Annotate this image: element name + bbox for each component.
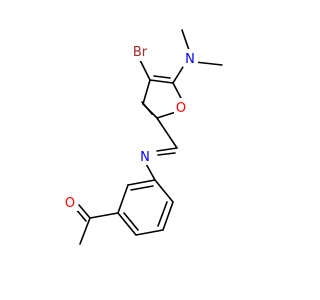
bond-ar5-ar6-double [157,201,168,227]
bond-c3-br [139,59,151,81]
atom-n-imine-label: N [140,150,150,165]
atom-n-imine: N [138,147,153,165]
bond-ar4-ar5 [135,229,164,236]
bond-ar6-ar1 [154,179,174,203]
bond-ar3-ar4 [117,212,137,236]
atom-labels: Br N O N O [63,41,198,211]
bond-c4-c3 [142,79,151,105]
bond-o-c5 [156,111,177,119]
bonds [74,29,223,245]
atom-br-label: Br [133,45,148,60]
bond-c2-o [172,82,183,101]
atom-n-amine-label: N [185,52,195,67]
atom-o-carbonyl-label: O [65,196,75,211]
bond-ar3-ar4-double [123,212,139,231]
bond-ar5-ar6 [162,201,174,231]
molecule-structure: Br N O N O [63,29,223,245]
bond-ch-n-double-a [156,147,178,152]
bond-ar1-ar2 [127,179,156,186]
atom-n-amine: N [183,49,198,67]
bond-n-methyl-2 [194,61,223,66]
atom-o-furan: O [174,98,189,116]
bond-carbonyl-double-a [78,204,91,219]
bond-carbonyl-methyl [79,217,91,245]
bond-c2-n-amine [172,66,184,84]
atom-o-carbonyl: O [63,193,78,211]
bond-c5-ch [156,117,178,149]
bond-ar3-carbonyl-c [89,212,119,219]
bond-ar2-ar3 [117,184,129,214]
atom-o-furan-label: O [176,101,186,116]
bond-c3-c2-double [153,75,171,79]
atom-br: Br [127,41,153,61]
bond-ch-n-double-b [157,152,176,156]
bond-ar1-ar2-double [130,185,154,191]
bond-c3-c2 [149,79,174,84]
